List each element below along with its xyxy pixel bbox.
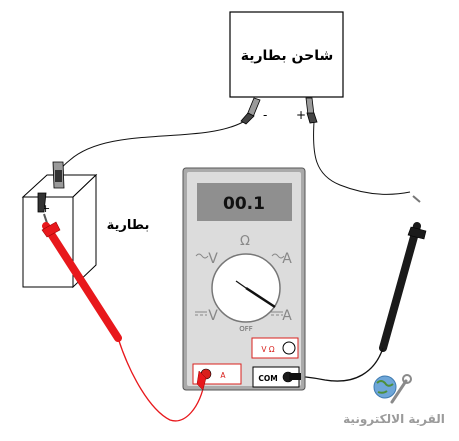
multimeter: 00.1 Ω V A V A OFF V Ω A COM xyxy=(182,167,306,391)
charger-negative-label: - xyxy=(263,108,267,122)
wrench-icon xyxy=(390,379,408,404)
ac-volt-wave-icon xyxy=(195,253,209,259)
port-com-label: COM xyxy=(258,374,277,383)
black-probe xyxy=(379,195,427,352)
dc-volt-line-icon xyxy=(195,311,207,316)
battery-positive-clip xyxy=(37,192,47,213)
dial-pointer xyxy=(245,286,276,309)
port-vohm-label: V Ω xyxy=(261,345,275,354)
dc-amp-label: A xyxy=(282,308,292,324)
battery-plus-mark: + xyxy=(41,202,50,215)
dc-volt-label: V xyxy=(208,308,218,324)
ac-amp-label: A xyxy=(282,251,292,267)
globe-icon xyxy=(373,375,397,399)
red-plug xyxy=(196,370,207,391)
battery-label: بطارية xyxy=(107,218,150,233)
charger-negative-clip xyxy=(240,97,261,125)
battery-negative-clip xyxy=(52,161,65,189)
port-a-label: A xyxy=(220,371,226,380)
charger-positive-label: + xyxy=(296,108,306,122)
black-plug xyxy=(289,373,301,380)
port-vohm-jack[interactable] xyxy=(282,341,296,355)
battery-charger: شاحن بطارية - + xyxy=(229,11,344,122)
logo-text: القرية الالكترونية xyxy=(343,412,445,427)
charger-positive-wire xyxy=(313,121,411,195)
red-probe xyxy=(41,213,122,342)
lcd-reading: 00.1 xyxy=(223,194,265,214)
lcd-display xyxy=(197,183,292,221)
ac-volt-label: V xyxy=(208,251,218,267)
charger-title: شاحن بطارية xyxy=(241,48,334,64)
charger-positive-clip xyxy=(305,97,318,124)
battery-minus-mark: - xyxy=(62,190,66,203)
site-logo: القرية الالكترونية xyxy=(343,374,445,427)
ohm-label: Ω xyxy=(240,234,250,249)
battery: بطارية + - xyxy=(21,173,150,289)
dial-pointer-tail xyxy=(235,280,247,289)
red-probe-lead xyxy=(117,337,206,422)
off-label: OFF xyxy=(239,325,253,333)
dc-amp-line-icon xyxy=(271,311,283,316)
ac-amp-wave-icon xyxy=(271,253,285,259)
